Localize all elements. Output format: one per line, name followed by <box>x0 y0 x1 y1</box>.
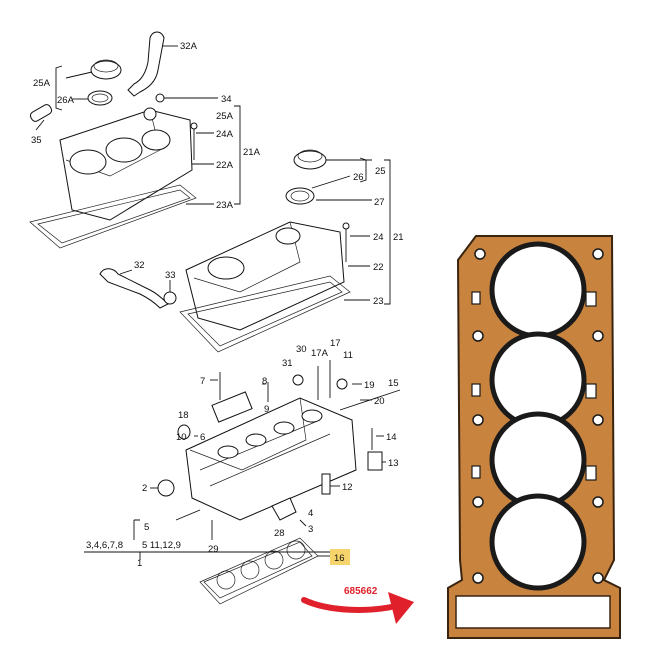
callout-10: 10 <box>176 432 187 443</box>
gasket-tab-cutout <box>455 595 611 629</box>
callout-6: 6 <box>200 432 205 443</box>
part-28 <box>271 497 297 521</box>
callout-5: 5 <box>144 522 149 533</box>
callout-27: 27 <box>374 197 385 208</box>
highlight-box <box>330 549 350 565</box>
hose-clamp <box>163 291 177 305</box>
part-12 <box>321 473 331 495</box>
valve-cover-a <box>29 31 198 249</box>
valve-cover <box>99 149 351 353</box>
callout-28: 28 <box>274 528 285 539</box>
callout-30: 30 <box>296 344 307 355</box>
callout-2: 2 <box>142 483 147 494</box>
callout-16: 16 <box>334 553 345 564</box>
callout-12: 12 <box>342 482 353 493</box>
callout-34: 34 <box>221 94 232 105</box>
cylinder-bore-3 <box>489 411 587 509</box>
breather-hose-a <box>127 31 165 97</box>
callout-31: 31 <box>282 358 293 369</box>
callout-24: 24 <box>373 232 384 243</box>
callout-26A: 26A <box>57 95 75 106</box>
cylinder-bore-1 <box>489 241 587 339</box>
cylinder-bore-4 <box>489 493 587 591</box>
red-arrow <box>301 592 414 624</box>
callout-21A: 21A <box>243 147 261 158</box>
camshaft-cap <box>211 391 253 423</box>
head-gasket-photo <box>447 235 621 639</box>
group-label-b: 5 11,12,9 <box>142 540 181 551</box>
callout-32A: 32A <box>180 41 198 52</box>
breather-hose <box>99 268 169 309</box>
leaders-a <box>35 45 241 205</box>
callout-23A: 23A <box>216 200 234 211</box>
callout-21: 21 <box>393 232 404 243</box>
cylinder-head <box>157 360 401 540</box>
cover-body <box>185 221 345 331</box>
callout-3: 3 <box>308 524 313 535</box>
seal-2 <box>157 479 175 497</box>
callout-25: 25 <box>375 166 386 177</box>
part-19 <box>336 378 348 390</box>
callout-23: 23 <box>373 296 384 307</box>
part-18 <box>177 424 191 440</box>
callout-18: 18 <box>178 410 189 421</box>
callout-24A: 24A <box>216 129 234 140</box>
callout-22A: 22A <box>216 160 234 171</box>
oil-cap-a <box>90 60 122 80</box>
callout-17: 17 <box>330 338 341 349</box>
callout-4: 4 <box>308 508 313 519</box>
callout-1: 1 <box>137 558 142 569</box>
cover-gasket <box>179 275 351 353</box>
bolt-34 <box>155 93 165 103</box>
callout-9: 9 <box>264 404 269 415</box>
callout-20: 20 <box>374 396 385 407</box>
group-label-a: 3,4,6,7,8 <box>86 540 123 551</box>
callout-25A-b: 25A <box>216 111 234 122</box>
callout-11: 11 <box>343 350 353 361</box>
part-30 <box>292 374 304 386</box>
callout-14: 14 <box>386 432 397 443</box>
callout-7: 7 <box>200 376 205 387</box>
part-number: 685662 <box>344 586 378 597</box>
cover-gasket-a <box>29 184 197 249</box>
callout-17A: 17A <box>311 348 329 359</box>
callout-32: 32 <box>134 260 145 271</box>
callout-26: 26 <box>353 172 364 183</box>
callout-22: 22 <box>373 262 384 273</box>
filter-element <box>29 104 53 122</box>
head-body <box>185 397 357 521</box>
callout-29: 29 <box>208 544 219 555</box>
callout-8: 8 <box>262 376 267 387</box>
cap-seal <box>285 187 315 205</box>
callout-15: 15 <box>388 378 399 389</box>
part-13 <box>367 451 383 471</box>
callout-25A: 25A <box>33 78 51 89</box>
callout-19: 19 <box>364 380 375 391</box>
leaders-c <box>84 379 386 560</box>
leaders-b <box>119 157 391 305</box>
highlight-callout-16: 16 <box>318 549 350 565</box>
callout-35: 35 <box>31 135 42 146</box>
part-5 <box>175 509 201 521</box>
callout-33: 33 <box>165 270 176 281</box>
callout-13: 13 <box>388 458 399 469</box>
cap-seal-a <box>87 90 113 106</box>
